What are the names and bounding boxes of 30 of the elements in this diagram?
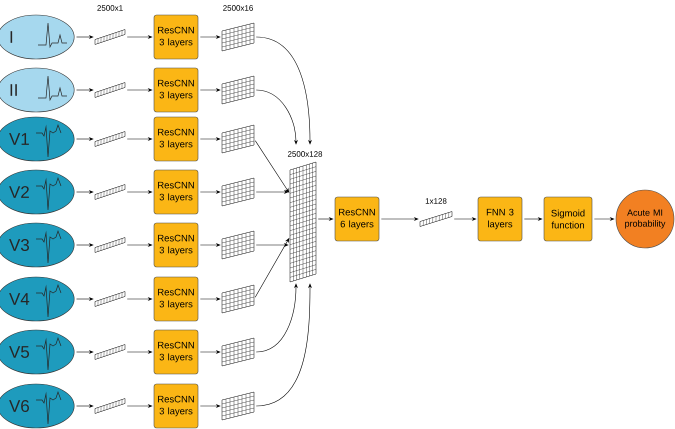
- process-box: FNN 3 layers: [478, 196, 522, 242]
- tensor-grid-drawing: [222, 124, 254, 154]
- vector-drawing: [94, 237, 126, 253]
- process-box: ResCNN 3 layers: [154, 276, 198, 322]
- process-box: ResCNN 3 layers: [154, 14, 198, 60]
- tensor-grid-drawing: [222, 284, 254, 314]
- tensor-grid-drawing: [222, 22, 254, 52]
- tensor-grid-drawing: [222, 76, 254, 104]
- process-box: ResCNN 3 layers: [154, 116, 198, 162]
- vector-drawing: [94, 184, 126, 200]
- process-box: ResCNN 3 layers: [154, 170, 198, 214]
- tensor-grid-drawing: [222, 230, 254, 260]
- vector-drawing: [94, 398, 126, 414]
- process-box: ResCNN 3 layers: [154, 384, 198, 428]
- tensor-grid-drawing: [222, 392, 254, 420]
- process-box: ResCNN 3 layers: [154, 222, 198, 268]
- process-box: ResCNN 6 layers: [334, 196, 380, 242]
- process-box: ResCNN 3 layers: [154, 330, 198, 374]
- arrow: [255, 140, 290, 193]
- vector-drawing: [94, 29, 126, 45]
- vector-drawing: [94, 131, 126, 147]
- tensor-grid-drawing: [222, 338, 254, 366]
- tensor-grid-drawing: [222, 178, 254, 206]
- vector-drawing: [420, 211, 452, 227]
- tensor-grid-drawing: [290, 162, 316, 282]
- process-box: ResCNN 3 layers: [154, 68, 198, 112]
- vector-drawing: [94, 82, 126, 98]
- vector-drawing: [94, 344, 126, 360]
- vector-drawing: [94, 291, 126, 307]
- process-box: Sigmoid function: [544, 196, 592, 242]
